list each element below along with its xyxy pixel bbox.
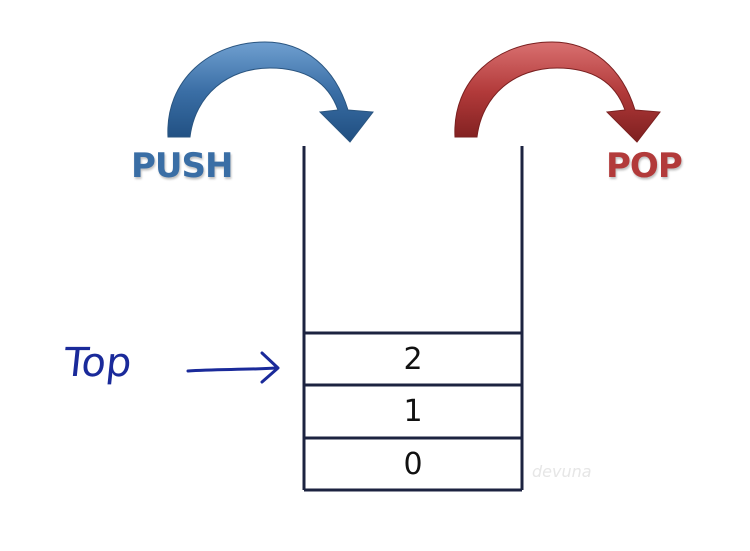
push-label: PUSH xyxy=(131,146,233,186)
stack-item: 0 xyxy=(403,447,423,482)
stack-item: 2 xyxy=(403,342,423,377)
top-pointer-arrowhead-icon xyxy=(260,351,280,384)
pop-arrow-icon xyxy=(454,41,661,143)
stack-item: 1 xyxy=(403,394,423,429)
pop-label: POP xyxy=(606,146,683,186)
top-pointer-arrow-icon xyxy=(186,366,278,373)
top-label: Top xyxy=(61,340,134,386)
watermark: devuna xyxy=(532,462,592,481)
push-arrow-icon xyxy=(167,41,374,143)
